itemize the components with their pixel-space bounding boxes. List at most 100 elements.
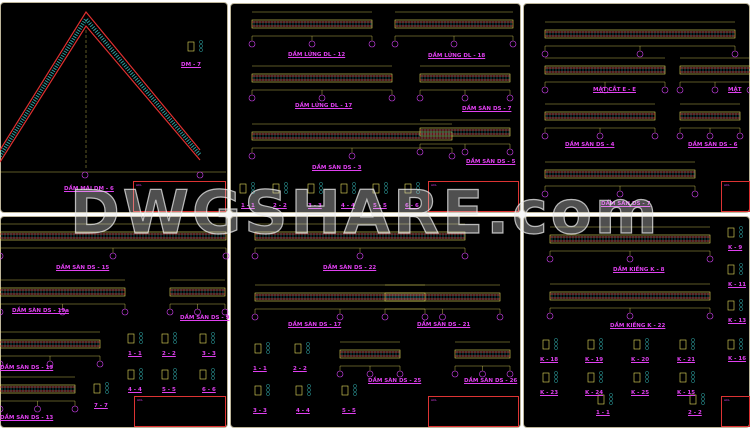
grid-bubble <box>731 50 739 58</box>
stirrups <box>386 294 499 300</box>
rebar-tag <box>609 397 613 401</box>
drawing-title: DẦM SÀN DS - 22 <box>323 265 377 271</box>
rebar-tag <box>266 350 270 354</box>
rebar-tag <box>609 393 613 397</box>
drawing-title: DẦM SÀN DS - 4 <box>565 142 615 148</box>
section-label: 2 - 2 <box>293 366 307 372</box>
rebar-tag <box>599 346 603 350</box>
grid-bubble <box>109 252 117 260</box>
grid-bubble <box>541 86 549 94</box>
beam-outline <box>544 65 666 75</box>
section-label: 1 - 1 <box>253 366 267 372</box>
rebar-tag <box>352 182 356 186</box>
grid-bubble <box>71 405 79 413</box>
sheet-4 <box>0 216 228 428</box>
section-outline <box>727 227 735 238</box>
rebar-tag <box>211 372 215 376</box>
grid-bubble <box>368 40 376 48</box>
section-outline <box>542 372 550 383</box>
stirrups <box>1 289 123 295</box>
sheet-2 <box>230 3 521 213</box>
drawing-title: MẶT CẮT E - E <box>593 87 636 93</box>
stirrups <box>546 67 665 73</box>
drawing-title: DẦM SÀN DS - 7 <box>601 201 651 207</box>
grid-bubble <box>661 86 669 94</box>
grid-bubble <box>381 313 389 321</box>
stirrups <box>341 351 400 357</box>
rebar-tag <box>599 371 603 375</box>
rebar-tag <box>645 371 649 375</box>
stirrups <box>1 386 75 392</box>
grid-bubble <box>391 40 399 48</box>
drawing-title: DẦM SÀN DS - 5 <box>466 159 516 165</box>
rebar-tag <box>739 230 743 234</box>
rebar-tag <box>139 376 143 380</box>
section-label: 4 - 4 <box>128 387 142 393</box>
drawing-title: DẦM SÀN DS - 13 <box>0 415 54 421</box>
drawing-title: DẦM LỬNG DL - 12 <box>288 52 346 58</box>
drawing-title: DẦM SÀN DS - 9 <box>180 315 230 321</box>
section-label: 1 - 1 <box>596 410 610 416</box>
section-outline <box>127 333 135 344</box>
grid-bubble <box>366 370 374 378</box>
section-label: 3 - 3 <box>308 203 322 209</box>
grid-bubble <box>0 360 4 368</box>
grid-bubble <box>0 308 4 316</box>
rebar-tag <box>173 332 177 336</box>
drawing-title: DẦM KIỀNG K - 22 <box>610 323 666 329</box>
rebar-tag <box>199 40 203 44</box>
section-label: K - 15 <box>677 390 696 396</box>
section-outline <box>187 41 195 52</box>
beam-outline <box>394 19 514 29</box>
rebar-tag <box>251 190 255 194</box>
section-outline <box>254 343 262 354</box>
section-label: K - 9 <box>728 245 743 251</box>
grid-bubble <box>451 370 459 378</box>
section-outline <box>587 372 595 383</box>
rebar-tag <box>284 190 288 194</box>
section-outline <box>633 339 641 350</box>
rebar-tag <box>284 186 288 190</box>
grid-bubble <box>479 370 486 378</box>
rebar-tag <box>416 190 420 194</box>
rebar-tag <box>691 342 695 346</box>
beam-outline <box>0 231 227 241</box>
rebar-tag <box>211 368 215 372</box>
section-label: 5 - 5 <box>373 203 387 209</box>
beam-outline <box>544 29 736 39</box>
section-outline <box>679 372 687 383</box>
grid-bubble <box>0 252 4 260</box>
beam-outline <box>544 169 696 179</box>
grid-bubble <box>736 132 744 140</box>
rebar-tag <box>266 384 270 388</box>
grid-bubble <box>676 86 684 94</box>
beam-outline <box>254 231 466 241</box>
grid-bubble <box>711 86 719 94</box>
rebar-tag <box>105 390 109 394</box>
rebar-tag <box>199 48 203 52</box>
section-outline <box>294 343 302 354</box>
grid-bubble <box>196 171 204 179</box>
grid-bubble <box>509 40 517 48</box>
grid-bubble <box>308 40 316 48</box>
section-label: K - 13 <box>728 318 747 324</box>
beam-outline <box>679 111 741 121</box>
grid-bubble <box>706 312 714 320</box>
section-label: 2 - 2 <box>273 203 287 209</box>
drawing-title: DẦM SÀN DS - 3 <box>312 165 362 171</box>
grid-bubble <box>388 94 396 102</box>
rebar-tag <box>173 368 177 372</box>
beam-outline <box>0 384 76 394</box>
rebar-tag <box>307 388 311 392</box>
roof-beam-stirrups <box>0 15 202 158</box>
section-label: 1 - 1 <box>128 351 142 357</box>
rebar-tag <box>306 342 310 346</box>
beam-outline <box>384 292 501 302</box>
beam-outline <box>0 339 101 349</box>
grid-bubble <box>596 132 604 140</box>
beam-outline <box>0 287 126 297</box>
grid-bubble <box>248 40 256 48</box>
title-block: ACL <box>721 396 750 427</box>
